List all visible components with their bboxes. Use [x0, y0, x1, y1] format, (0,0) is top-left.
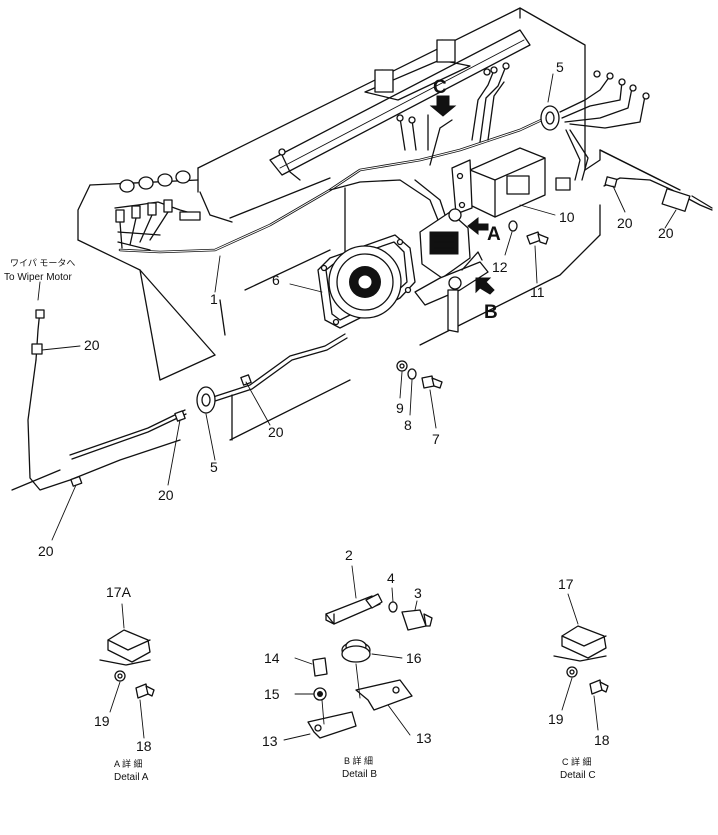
callout-16: 16 — [406, 650, 422, 666]
detail-c-label-en: Detail C — [560, 770, 596, 781]
callout-20-bottom: 20 — [38, 543, 54, 559]
callout-9: 9 — [396, 400, 404, 416]
callout-5-top: 5 — [556, 59, 564, 75]
clip-20-lower — [174, 410, 186, 422]
callout-1: 1 — [210, 291, 218, 307]
callout-20-center: 20 — [268, 424, 284, 440]
detail-b-label-en: Detail B — [342, 769, 377, 780]
view-letter-a: A — [487, 224, 501, 245]
detail-b-label-jp: B 詳 細 — [344, 755, 373, 766]
detail-c: 17 19 18 C 詳 細 Detail C — [548, 576, 610, 781]
grommet-top-right — [540, 105, 560, 131]
clip-20-center — [240, 374, 252, 386]
controller-unit — [317, 234, 416, 329]
callout-2: 2 — [345, 547, 353, 563]
callout-18-detail-a: 18 — [136, 738, 152, 754]
wiper-motor-label-jp: ワイパ モータへ — [10, 258, 75, 268]
leader-lines — [37, 73, 677, 541]
view-letter-b: B — [484, 302, 498, 323]
main-harness — [27, 62, 713, 491]
lockwasher-8 — [407, 368, 417, 380]
callout-4: 4 — [387, 570, 395, 586]
washer-9 — [396, 360, 408, 372]
clip-20-bottom — [70, 475, 83, 487]
callout-3: 3 — [414, 585, 422, 601]
callout-10: 10 — [559, 209, 575, 225]
callout-6: 6 — [272, 272, 280, 288]
detail-b: 2 4 3 14 16 15 13 13 B 詳 細 Detail B — [262, 547, 433, 780]
callout-19-detail-c: 19 — [548, 711, 564, 727]
callout-20-lower: 20 — [158, 487, 174, 503]
bolt-7 — [421, 375, 443, 389]
detail-a-label-en: Detail A — [114, 772, 149, 783]
callout-5-bottom: 5 — [210, 459, 218, 475]
view-letter-c: C — [433, 77, 447, 98]
callout-15: 15 — [264, 686, 280, 702]
callout-14: 14 — [264, 650, 280, 666]
detail-a: 17A 19 18 A 詳 細 Detail A — [94, 584, 155, 783]
detail-c-label-jp: C 詳 細 — [562, 756, 592, 767]
callout-13-left: 13 — [262, 733, 278, 749]
callout-13-right: 13 — [416, 730, 432, 746]
washer-12 — [508, 220, 518, 232]
cab-panel — [11, 7, 681, 491]
callout-7: 7 — [432, 431, 440, 447]
callout-19-detail-a: 19 — [94, 713, 110, 729]
connector-cluster-left — [114, 170, 201, 251]
view-arrow-c: C — [429, 77, 457, 117]
callout-12: 12 — [492, 259, 508, 275]
callout-8: 8 — [404, 417, 412, 433]
bolt-11 — [526, 231, 549, 245]
callout-11: 11 — [530, 284, 545, 300]
switch-block — [414, 208, 489, 333]
grommet-lower-left — [196, 386, 216, 414]
callout-17a: 17A — [106, 584, 132, 600]
clip-20-right — [604, 176, 618, 188]
callout-17: 17 — [558, 576, 574, 592]
callout-20-right: 20 — [617, 215, 633, 231]
wiper-motor-label-en: To Wiper Motor — [4, 272, 72, 283]
view-arrow-b: B — [475, 277, 498, 323]
view-arrow-a: A — [467, 216, 501, 245]
callout-18-detail-c: 18 — [594, 732, 610, 748]
callout-20-far-right: 20 — [658, 225, 674, 241]
relay-box — [451, 147, 546, 218]
callout-20-left: 20 — [84, 337, 100, 353]
clip-20-left-upper — [31, 309, 45, 355]
detail-a-label-jp: A 詳 細 — [114, 758, 143, 769]
